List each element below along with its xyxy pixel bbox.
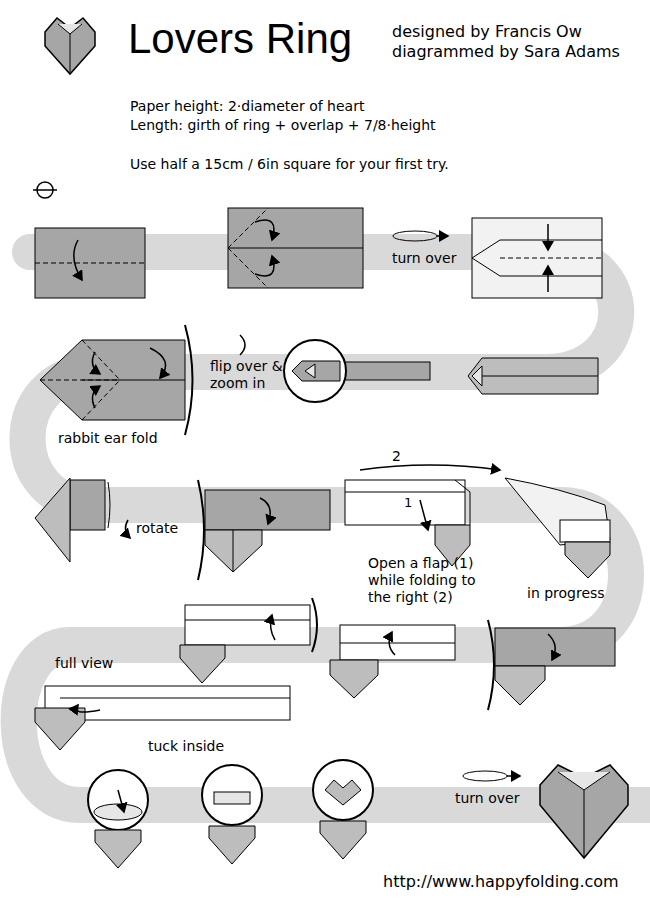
step-label: Open a flap (1) while folding to the rig… bbox=[368, 555, 490, 605]
step-label: full view bbox=[55, 655, 113, 672]
step-label: rotate bbox=[136, 520, 178, 537]
step-label: tuck inside bbox=[148, 738, 224, 755]
step-label: designed by Francis Ow bbox=[392, 22, 582, 41]
step-label: 1 bbox=[404, 495, 412, 511]
step-label: Paper height: 2·diameter of heart bbox=[130, 98, 364, 115]
step-label: 2 bbox=[392, 448, 401, 465]
step-label: in progress bbox=[527, 585, 605, 602]
step-label: http://www.happyfolding.com bbox=[383, 872, 619, 891]
step-label: turn over bbox=[392, 250, 456, 267]
step-label: turn over bbox=[455, 790, 519, 807]
step-label: Use half a 15cm / 6in square for your fi… bbox=[130, 156, 449, 173]
step-label: rabbit ear fold bbox=[58, 430, 158, 447]
step-label: Length: girth of ring + overlap + 7/8·he… bbox=[130, 117, 436, 134]
step-label: flip over & zoom in bbox=[210, 358, 290, 392]
step-label: diagrammed by Sara Adams bbox=[392, 42, 620, 61]
title: Lovers Ring bbox=[128, 14, 352, 64]
